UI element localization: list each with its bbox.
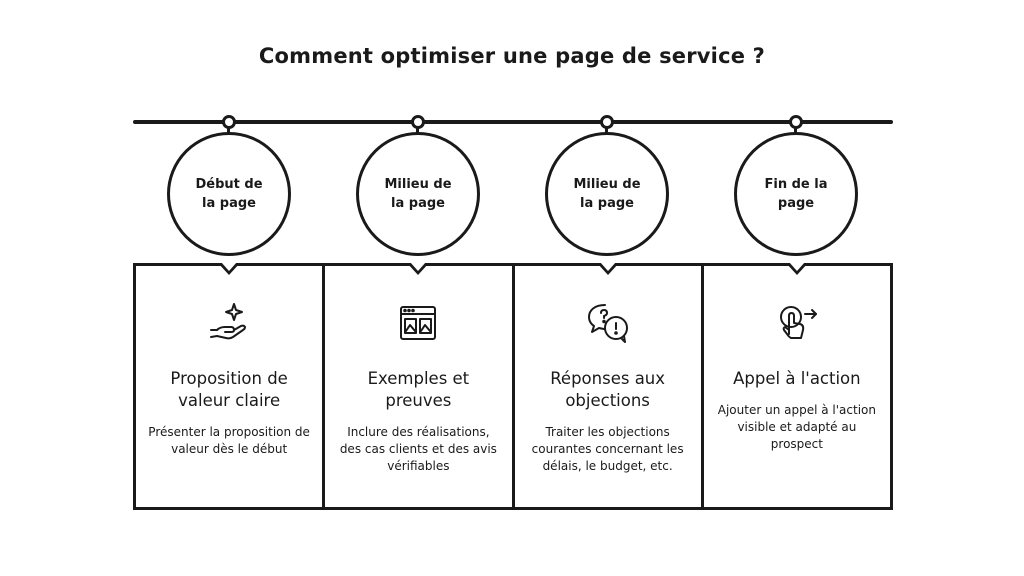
timeline-node [222,115,236,129]
stage-box-4: Appel à l'action Ajouter un appel à l'ac… [704,262,890,507]
timeline-node [411,115,425,129]
stage-heading: Réponses aux objections [550,369,666,410]
timeline-line [133,120,893,124]
phase-circle-1: Début de la page [167,132,291,256]
box-pointer [785,262,808,275]
phase-circle-4: Fin de la page [734,132,858,256]
phase-circle-2: Milieu de la page [356,132,480,256]
stage-description: Inclure des réalisations, des cas client… [339,425,497,473]
stage-description: Ajouter un appel à l'action visible et a… [717,403,876,451]
box-pointer [407,262,430,275]
timeline-stem [227,128,230,134]
timeline-stem [416,128,419,134]
hand-sparkle-icon [210,303,247,340]
box-pointer [218,262,241,275]
question-speech-bubbles-icon [587,304,628,343]
diagram-title: Comment optimiser une page de service ? [258,44,766,68]
timeline-node [789,115,803,129]
box-pointer [596,262,619,275]
tap-arrow-icon [779,306,817,339]
phase-label: Milieu de la page [573,177,641,211]
phase-circle-3: Milieu de la page [545,132,669,256]
phase-label: Fin de la page [764,177,828,211]
browser-gallery-icon [400,306,437,340]
timeline-stem [794,128,797,134]
stage-heading: Appel à l'action [733,369,861,388]
stage-box-1: Proposition de valeur claire Présenter l… [136,262,326,507]
timeline-node [600,115,614,129]
stage-boxes: Proposition de valeur claire Présenter l… [133,262,893,510]
stage-description: Présenter la proposition de valeur dès l… [148,425,310,456]
timeline-stem [605,128,608,134]
stage-description: Traiter les objections courantes concern… [531,425,684,473]
phase-label: Milieu de la page [384,177,452,211]
stage-box-2: Exemples et preuves Inclure des réalisat… [325,262,515,507]
stage-heading: Proposition de valeur claire [170,369,288,410]
phase-label: Début de la page [195,177,263,211]
stage-heading: Exemples et preuves [367,369,470,410]
stage-box-3: Réponses aux objections Traiter les obje… [515,262,704,507]
